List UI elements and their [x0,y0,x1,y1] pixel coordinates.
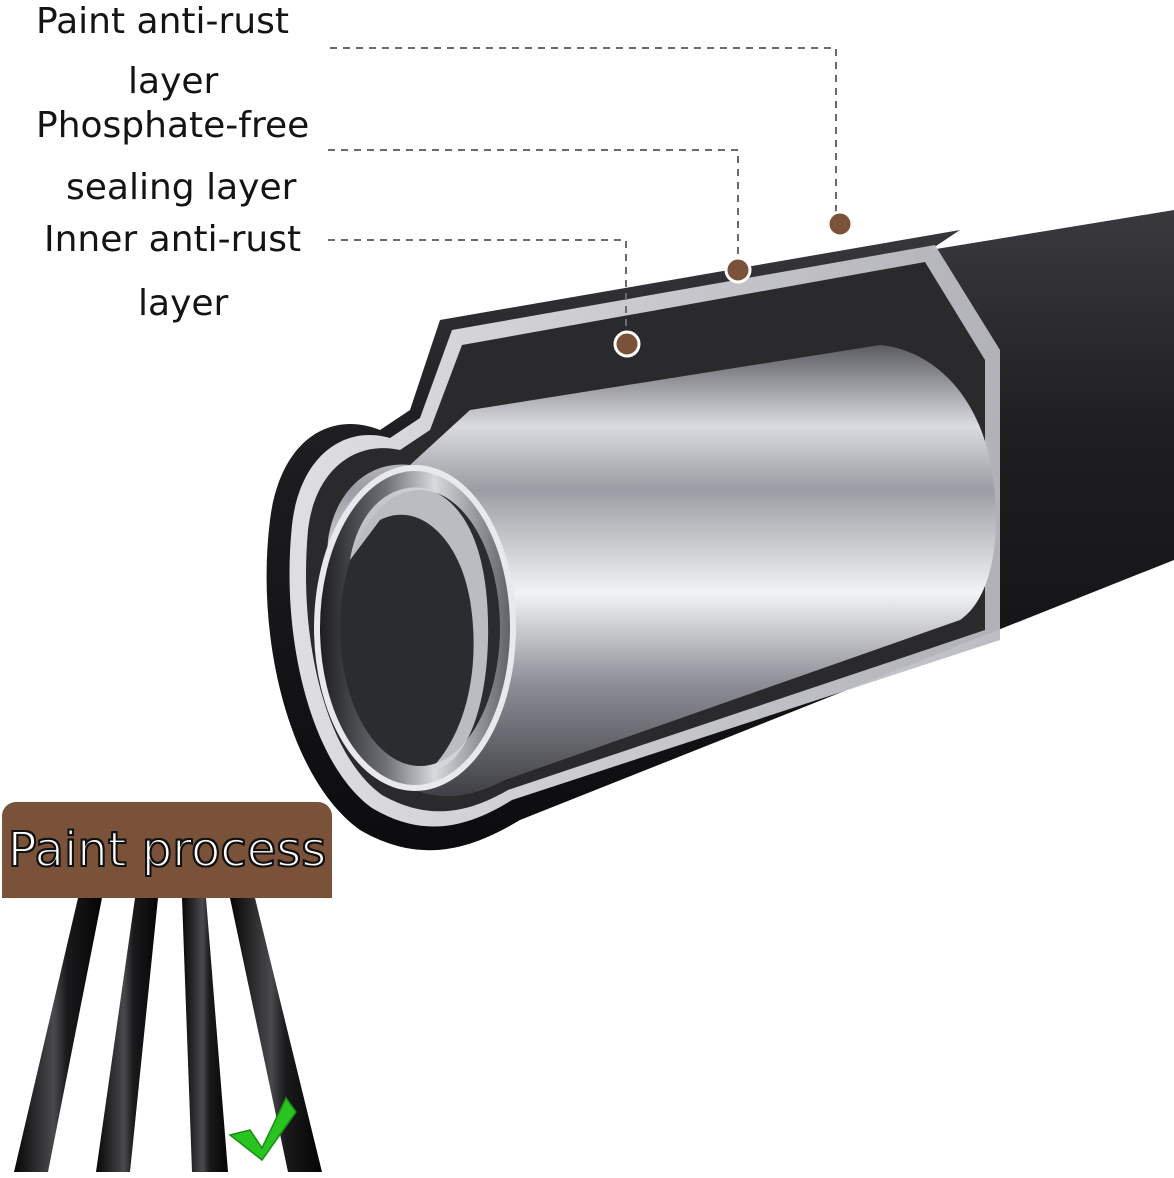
sample-rods [14,898,322,1172]
callout-dots [613,210,854,358]
dot-sealing-layer [724,256,752,284]
leader-sealing-layer [328,149,739,265]
dot-paint-layer [826,210,854,238]
rod-2 [96,898,158,1172]
callout-paint-layer-line2: layer [128,61,219,102]
callout-sealing-layer-line1: Phosphate-free [36,105,310,146]
leader-paint-layer [330,47,837,218]
callout-inner-layer-line2: layer [138,283,229,324]
tube-metal-cylinder [314,345,996,797]
rod-1 [14,898,102,1172]
dot-inner-layer [613,330,641,358]
paint-process-badge: Paint process [2,802,332,898]
check-icon [228,1096,297,1162]
callout-paint-layer-line1: Paint anti-rust [36,1,290,42]
paint-process-label: Paint process [7,821,327,879]
rod-4 [230,898,322,1172]
callout-sealing-layer-line2: sealing layer [66,167,297,208]
callout-leader-lines [328,47,837,338]
callout-inner-layer-line1: Inner anti-rust [44,219,302,260]
rod-3 [182,898,228,1172]
